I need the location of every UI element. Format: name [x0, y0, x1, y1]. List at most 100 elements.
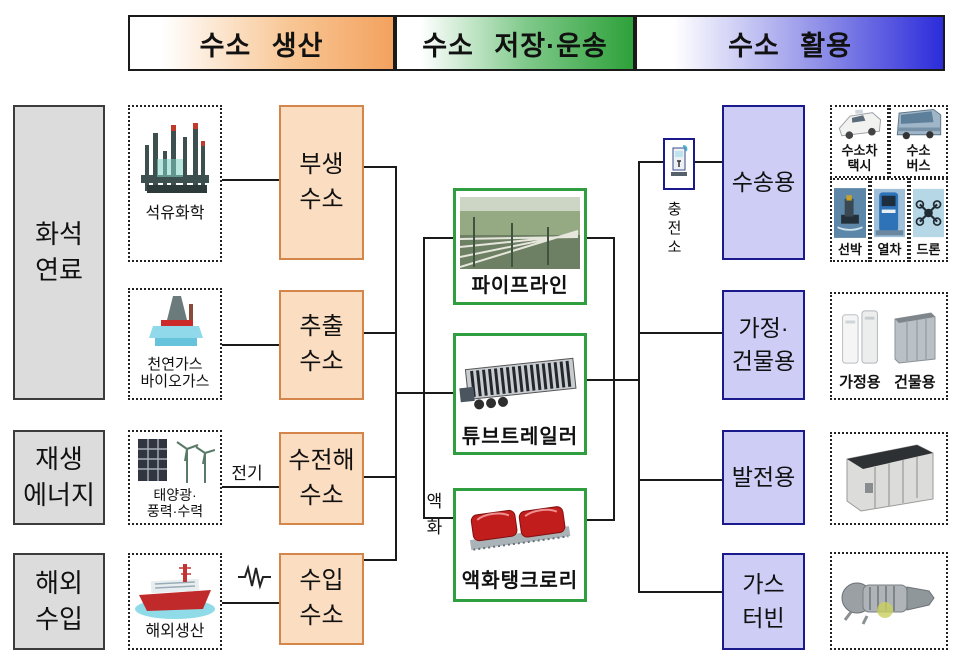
example-label: 수소차 택시: [841, 143, 878, 173]
transport-branch-line: [423, 237, 425, 519]
connector-line: [638, 479, 722, 481]
category-label: 재생 에너지: [23, 444, 95, 510]
transport-tube-trailer: 튜브트레일러: [453, 333, 587, 455]
charging-station-icon: [668, 142, 690, 187]
example-label: 열차: [877, 241, 902, 257]
usage-label: 가정· 건물용: [731, 314, 796, 374]
example-hydrogen-taxi: 수소차 택시: [830, 105, 889, 178]
source-label: 해외생산: [145, 623, 205, 640]
gas-turbine-image: [837, 564, 941, 639]
header-production-label: 수소 생산: [199, 30, 324, 61]
production-byproduct-hydrogen: 부생 수소: [279, 105, 364, 260]
hydrogen-taxi-image: [834, 106, 886, 142]
usage-power-generation: 발전용: [722, 430, 805, 525]
gas-turbine-example: [830, 552, 948, 650]
production-extracted-hydrogen: 추출 수소: [279, 290, 364, 400]
building-fuelcell-image: [891, 309, 939, 367]
connector-line: [364, 166, 395, 168]
example-hydrogen-bus: 수소 버스: [889, 105, 948, 178]
production-label: 추출 수소: [299, 313, 344, 375]
example-train: 열차: [870, 178, 909, 262]
ship-image: [834, 185, 866, 241]
transport-examples-grid: 수소차 택시 수소 버스: [830, 105, 948, 262]
tank-lorry-image: [463, 497, 577, 563]
source-label: 천연가스 바이오가스: [140, 356, 210, 391]
header-utilization: 수소 활용: [635, 15, 945, 71]
usage-label: 가스 터빈: [742, 571, 785, 631]
category-label: 화석 연료: [35, 219, 83, 285]
production-electrolysis-hydrogen: 수전해 수소: [279, 432, 364, 525]
example-label: 드론: [916, 241, 941, 257]
train-image: [874, 185, 905, 241]
usage-home-building: 가정· 건물용: [722, 290, 805, 400]
source-overseas-production: 해외생산: [128, 553, 222, 650]
production-label: 수입 수소: [299, 567, 344, 629]
category-renewable-energy: 재생 에너지: [13, 430, 105, 525]
pipeline-image: [460, 197, 580, 269]
category-label: 해외 수입: [35, 568, 83, 634]
home-building-examples: 가정용 건물용: [830, 292, 948, 400]
solar-wind-image: [135, 435, 215, 485]
connector-line: [222, 602, 279, 604]
power-generation-example: [830, 432, 948, 525]
tube-trailer-image: [457, 342, 583, 420]
example-label: 가정용: [839, 374, 881, 391]
transport-liquefied-tank-lorry: 액화탱크로리: [453, 488, 587, 602]
transmission-symbol: [238, 564, 271, 590]
transport-label: 튜브트레일러: [461, 426, 579, 448]
header-utilization-label: 수소 활용: [728, 30, 852, 61]
usage-label: 발전용: [731, 463, 796, 490]
drone-image: [913, 185, 944, 241]
source-solar-wind-hydro: 태양광· 풍력·수력: [128, 430, 222, 525]
connector-line: [638, 591, 722, 593]
usage-transportation: 수송용: [722, 105, 805, 260]
transport-label: 파이프라인: [471, 275, 569, 297]
charging-station-label: 충전소: [665, 201, 682, 258]
usage-gas-turbine: 가스 터빈: [722, 553, 805, 650]
production-bus-line: [395, 166, 397, 561]
connector-line: [587, 519, 613, 521]
electricity-label: 전기: [231, 464, 263, 483]
production-label: 부생 수소: [299, 150, 344, 213]
example-drone: 드론: [909, 178, 948, 262]
charging-station-box: [663, 138, 695, 190]
petrochemical-plant-image: [137, 115, 213, 203]
hydrogen-bus-image: [891, 104, 947, 142]
source-label: 태양광· 풍력·수력: [146, 487, 204, 520]
example-label: 수소 버스: [906, 143, 931, 173]
example-label: 선박: [838, 241, 862, 257]
connector-line: [364, 559, 395, 561]
category-overseas-import: 해외 수입: [13, 553, 105, 650]
connector-line: [222, 344, 279, 346]
connector-line: [222, 486, 279, 488]
home-fuelcell-image: [840, 307, 880, 367]
usage-label: 수송용: [731, 168, 796, 195]
transport-pipeline: 파이프라인: [453, 188, 587, 305]
gas-platform-image: [143, 294, 207, 354]
source-label: 석유화학: [145, 205, 205, 222]
liquefaction-label: 액화: [423, 492, 442, 544]
connector-line: [423, 517, 453, 519]
cargo-ship-image: [133, 559, 217, 621]
example-label: 건물용: [894, 374, 936, 391]
example-ship: 선박: [830, 178, 870, 262]
header-production: 수소 생산: [128, 15, 395, 71]
production-imported-hydrogen: 수입 수소: [279, 553, 364, 645]
production-label: 수전해 수소: [288, 446, 355, 509]
connector-line: [587, 237, 613, 239]
transport-label: 액화탱크로리: [461, 570, 579, 592]
source-natural-gas-biogas: 천연가스 바이오가스: [128, 288, 222, 400]
header-storage: 수소 저장·운송: [395, 15, 635, 71]
connector-line: [222, 179, 279, 181]
category-fossil-fuel: 화석 연료: [13, 105, 105, 400]
utilization-bus-line: [638, 161, 640, 593]
connector-line: [423, 237, 453, 239]
building-fuelcell-figure: 건물용: [891, 309, 939, 392]
power-generation-image: [839, 437, 939, 520]
source-petrochemical: 석유화학: [128, 105, 222, 262]
connector-line: [638, 332, 722, 334]
header-storage-label: 수소 저장·운송: [422, 30, 608, 61]
connector-line: [587, 379, 638, 381]
home-fuelcell-figure: 가정용: [839, 307, 881, 392]
